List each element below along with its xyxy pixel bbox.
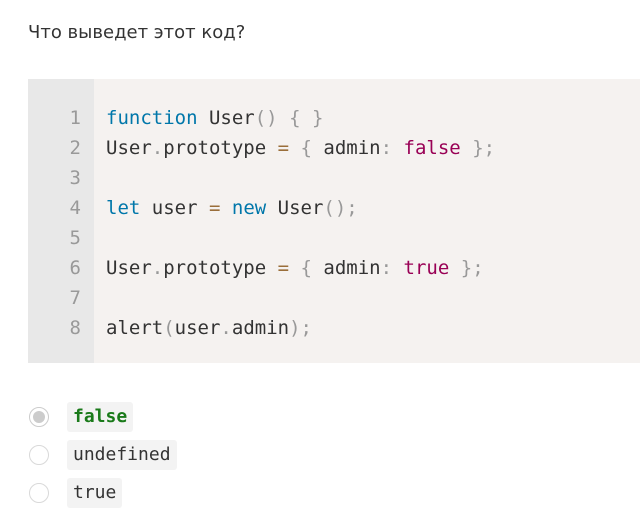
code-token <box>266 257 277 279</box>
code-token <box>449 257 460 279</box>
code-token: User <box>106 137 152 159</box>
code-token: }; <box>472 137 496 159</box>
line-number: 3 <box>69 167 81 189</box>
answer-option[interactable]: true <box>28 474 177 512</box>
code-token: admin <box>311 257 381 279</box>
radio-button[interactable] <box>29 407 49 427</box>
code-token: = <box>208 197 221 219</box>
code-token: = <box>277 137 290 159</box>
code-line: function User() { } <box>106 103 495 133</box>
code-token <box>392 137 403 159</box>
code-token: () <box>254 107 278 129</box>
code-line <box>106 163 495 193</box>
code-token: . <box>151 257 164 279</box>
code-token: { <box>300 137 312 159</box>
code-token: let <box>106 197 141 219</box>
code-line: alert(user.admin); <box>106 313 495 343</box>
answer-option-label: undefined <box>67 440 177 470</box>
answer-option[interactable]: false <box>28 398 177 436</box>
line-number: 4 <box>69 197 81 219</box>
code-token <box>392 257 403 279</box>
code-token: }; <box>460 257 484 279</box>
code-token: true <box>403 257 450 279</box>
code-token: admin <box>231 317 290 339</box>
code-token: user <box>140 197 209 219</box>
radio-button[interactable] <box>29 445 49 465</box>
code-token: user <box>174 317 221 339</box>
code-token: false <box>403 137 461 159</box>
code-token: . <box>151 137 164 159</box>
code-token <box>278 107 289 129</box>
code-token: User <box>197 107 255 129</box>
line-number: 8 <box>69 317 81 339</box>
code-token: . <box>220 317 232 339</box>
code-token <box>461 137 472 159</box>
answer-option-label: false <box>67 402 134 432</box>
code-token <box>289 137 300 159</box>
code-token: function <box>106 107 198 129</box>
code-token: : <box>380 137 393 159</box>
code-token: ( <box>163 317 175 339</box>
code-token <box>220 197 231 219</box>
code-line: let user = new User(); <box>106 193 495 223</box>
code-token <box>266 137 277 159</box>
answer-option[interactable]: undefined <box>28 436 177 474</box>
code-token <box>301 107 312 129</box>
code-token: alert <box>106 317 164 339</box>
code-token: } <box>311 107 324 129</box>
line-number: 1 <box>69 107 81 129</box>
line-number: 5 <box>69 227 81 249</box>
line-number: 2 <box>69 137 81 159</box>
code-token: (); <box>323 197 358 219</box>
code-line: User.prototype = { admin: false }; <box>106 133 495 163</box>
answer-option-label: true <box>67 478 123 508</box>
code-content: function User() { }User.prototype = { ad… <box>94 79 495 363</box>
question-text: Что выведет этот код? <box>28 22 246 43</box>
code-token: : <box>380 257 393 279</box>
answer-options: false undefined true <box>28 398 177 512</box>
code-line <box>106 283 495 313</box>
line-number: 6 <box>69 257 81 279</box>
code-token: prototype <box>163 257 267 279</box>
line-number-gutter: 1 2 3 4 5 6 7 8 <box>28 79 94 363</box>
code-token: prototype <box>163 137 267 159</box>
code-token <box>289 257 300 279</box>
code-line: User.prototype = { admin: true }; <box>106 253 495 283</box>
code-token: new <box>231 197 267 219</box>
code-token: admin <box>311 137 381 159</box>
code-token: { <box>289 107 301 129</box>
line-number: 7 <box>69 287 81 309</box>
code-token: { <box>300 257 312 279</box>
code-token: = <box>277 257 290 279</box>
code-token: User <box>106 257 152 279</box>
radio-button[interactable] <box>29 483 49 503</box>
code-token: ); <box>289 317 312 339</box>
code-token: User <box>266 197 324 219</box>
code-line <box>106 223 495 253</box>
